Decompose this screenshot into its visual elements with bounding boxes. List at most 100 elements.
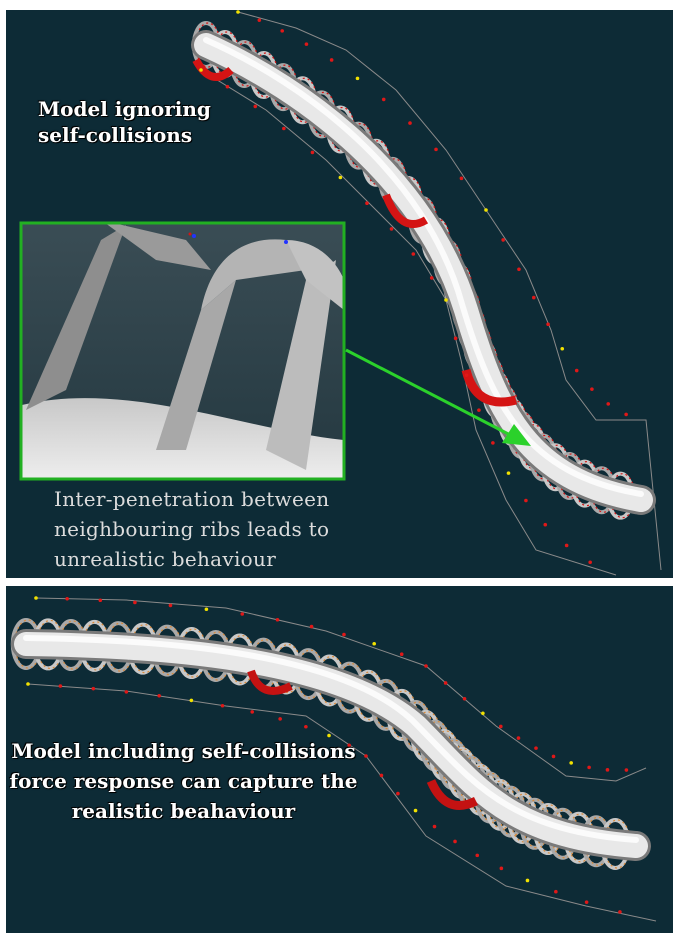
control-point [408,121,412,125]
control-point [460,177,464,181]
control-point [282,127,286,131]
control-point [356,77,360,81]
panel-separator [6,578,673,586]
control-point [424,664,428,668]
control-point [625,768,629,772]
control-point [390,227,394,231]
control-point [278,717,282,721]
control-point [532,296,536,300]
control-point [304,725,308,729]
control-point [364,754,368,758]
top-caption-line3: unrealistic behaviour [54,544,329,574]
top-label-line2: self-collisions [38,122,211,148]
control-point [125,690,129,694]
control-point [276,618,280,622]
control-point [560,347,564,351]
control-point [240,612,244,616]
control-point [342,633,346,637]
control-point [305,42,309,46]
control-point [524,499,528,503]
control-point [339,176,343,180]
top-label-line1: Model ignoring [38,96,211,122]
control-point [606,768,610,772]
control-point [396,792,400,796]
control-point [34,596,38,600]
control-point [221,704,225,708]
top-label: Model ignoring self-collisions [38,96,211,148]
control-point [250,710,254,714]
control-point [552,755,556,759]
control-point [569,761,573,765]
control-point [365,201,369,205]
bottom-label: Model including self-collisions force re… [6,736,361,826]
control-point [465,373,469,377]
control-point [606,402,610,406]
control-point [372,642,376,646]
control-point [253,105,257,109]
control-point [236,10,240,14]
control-point [169,604,173,608]
control-point [133,601,137,605]
control-point [65,597,69,601]
control-point [382,98,386,102]
control-point [499,725,503,729]
top-panel: Model ignoring self-collisions Inter-pen… [6,10,673,578]
control-point [463,697,467,701]
control-point [59,684,63,688]
control-point [501,238,505,242]
bottom-label-line3: realistic beahaviour [6,796,361,826]
control-point [414,809,418,813]
control-point [205,607,209,611]
bottom-panel: Model including self-collisions force re… [6,586,673,933]
control-point [157,694,161,698]
control-point [575,369,579,373]
control-point [618,910,622,914]
control-point [199,68,203,72]
control-point [434,148,438,152]
top-caption-line1: Inter-penetration between [54,484,329,514]
control-point [400,652,404,656]
control-point [517,736,521,740]
control-point [99,598,103,602]
control-point [380,774,384,778]
control-point [517,267,521,271]
control-point [92,687,96,691]
control-point [454,337,458,341]
control-point [554,890,558,894]
control-point [588,561,592,565]
control-point [330,58,334,62]
bottom-label-line1: Model including self-collisions [6,736,361,766]
control-point [587,766,591,770]
control-point [190,699,194,703]
control-point [500,867,504,871]
top-caption-line2: neighbouring ribs leads to [54,514,329,544]
bottom-label-line2: force response can capture the [6,766,361,796]
control-point [310,625,314,629]
control-point [507,471,511,475]
control-point [546,322,550,326]
control-point [280,29,284,33]
control-point [433,825,437,829]
control-point [543,523,547,527]
control-point [590,387,594,391]
control-point [526,879,530,883]
control-point [226,85,230,89]
control-point [477,408,481,412]
control-point [444,298,448,302]
control-point [491,441,495,445]
top-caption: Inter-penetration between neighbouring r… [54,484,329,574]
control-point [475,854,479,858]
control-point [258,18,262,22]
control-point [311,151,315,155]
control-point [534,746,538,750]
control-point [565,544,569,548]
control-point [444,681,448,685]
control-point [430,276,434,280]
zoom-inset [21,220,344,480]
control-point [585,900,589,904]
control-point [481,711,485,715]
control-point [453,840,457,844]
control-point [26,682,30,686]
control-point [412,252,416,256]
